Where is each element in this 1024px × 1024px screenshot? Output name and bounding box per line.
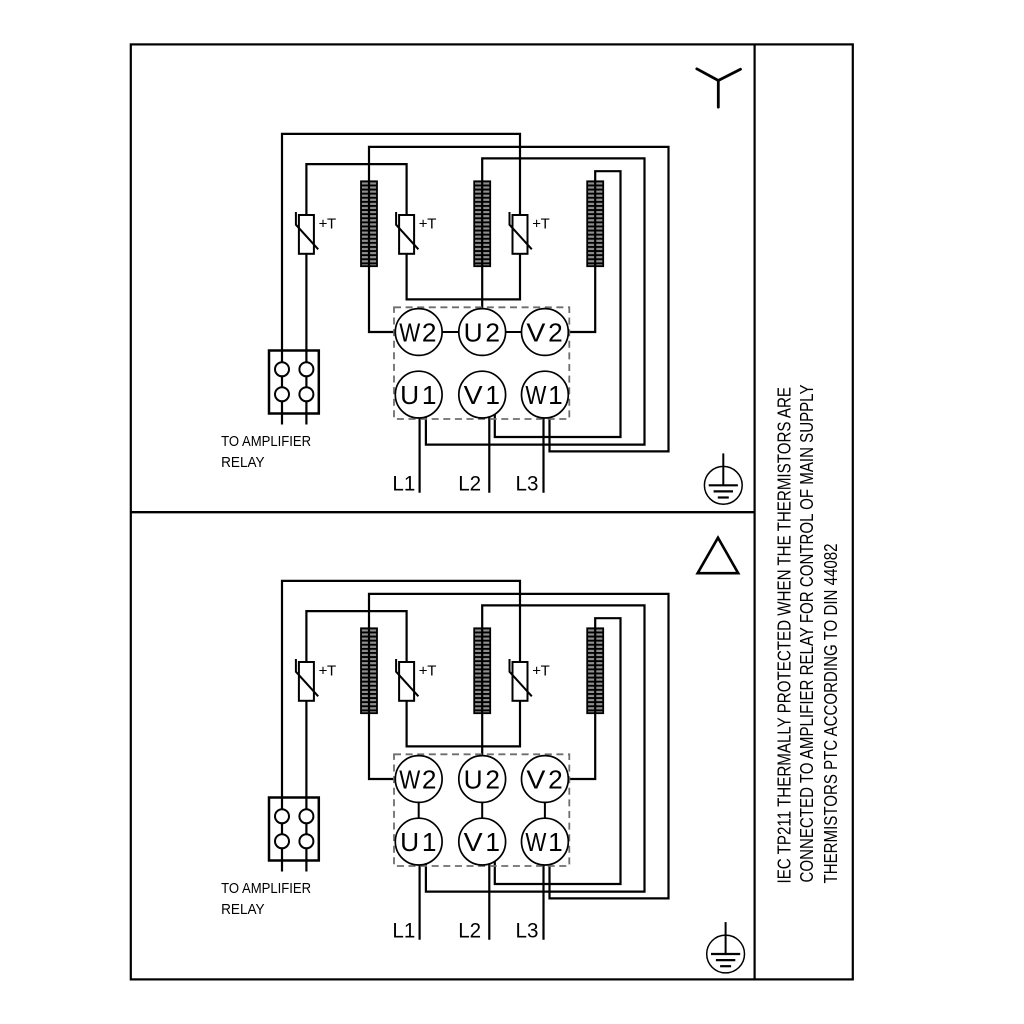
svg-text:CONNECTED TO AMPLIFIER RELAY F: CONNECTED TO AMPLIFIER RELAY FOR CONTROL… — [797, 385, 817, 883]
svg-text:IEC TP211 THERMALLY PROTECTED: IEC TP211 THERMALLY PROTECTED WHEN THE T… — [774, 387, 794, 884]
svg-text:THERMISTORS PTC ACCORDING TO D: THERMISTORS PTC ACCORDING TO DIN 44082 — [821, 544, 841, 884]
